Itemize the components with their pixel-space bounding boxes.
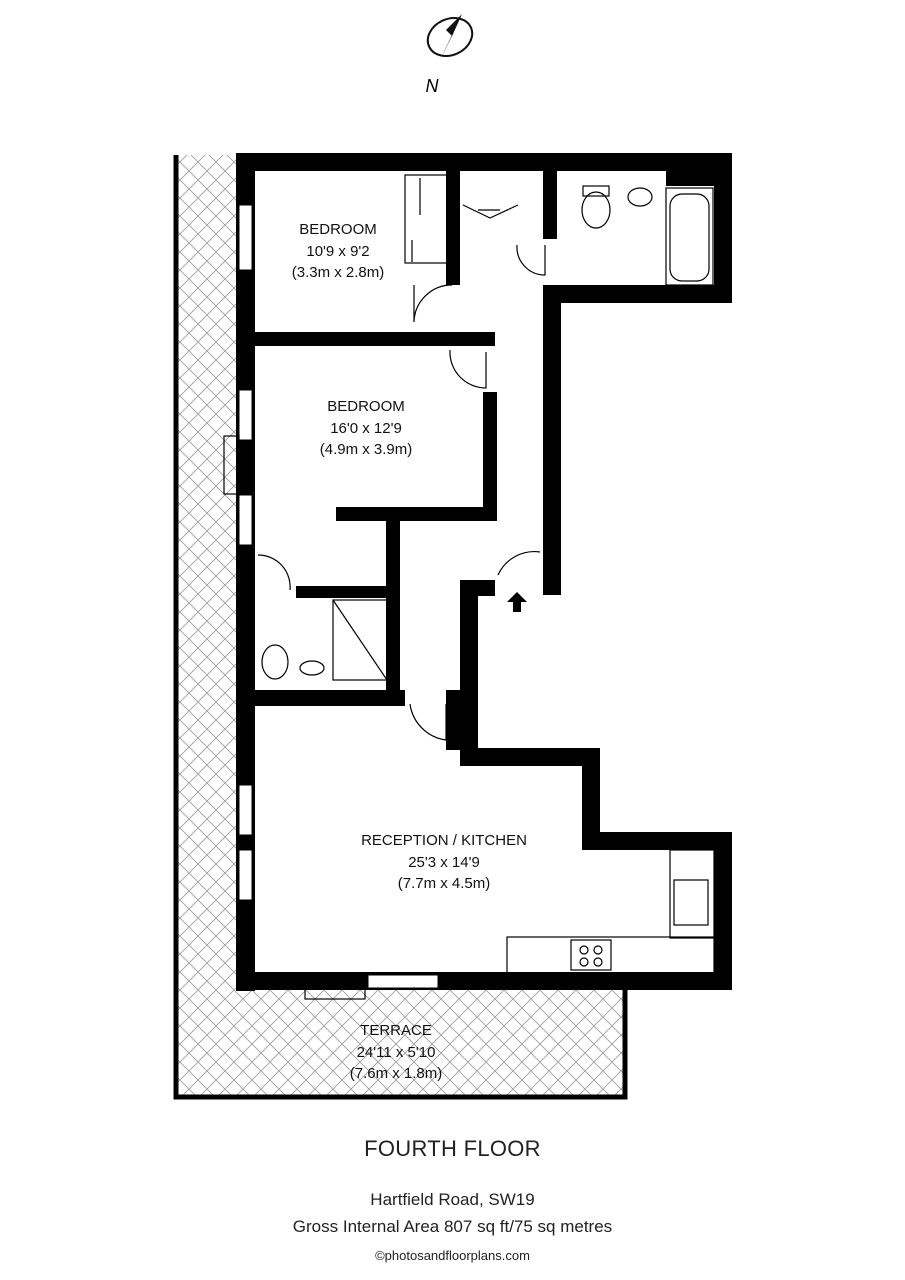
balcony-hatch [176, 155, 625, 1097]
bedroom-1-imperial: 10'9 x 9'2 [306, 243, 369, 260]
balcony-outline [173, 155, 628, 1100]
bedroom-2-metric: (4.9m x 3.9m) [320, 441, 413, 458]
copyright-notice: ©photosandfloorplans.com [375, 1248, 530, 1263]
terrace-imperial: 24'11 x 5'10 [357, 1044, 436, 1061]
terrace-name: TERRACE [360, 1022, 432, 1039]
property-address: Hartfield Road, SW19 [370, 1190, 535, 1209]
bedroom-1-name: BEDROOM [299, 221, 377, 238]
windows [238, 204, 439, 989]
bathroom-fixtures [223, 174, 715, 1000]
reception-imperial: 25'3 x 14'9 [408, 854, 480, 871]
doors [257, 204, 546, 741]
bedroom-2-imperial: 16'0 x 12'9 [330, 420, 402, 437]
reception-name: RECEPTION / KITCHEN [361, 832, 527, 849]
bedroom-1-metric: (3.3m x 2.8m) [292, 264, 385, 281]
reception-metric: (7.7m x 4.5m) [398, 875, 491, 892]
north-arrow-icon [426, 14, 474, 60]
entrance-arrow-icon [507, 592, 527, 612]
bedroom-2-name: BEDROOM [327, 398, 405, 415]
terrace-metric: (7.6m x 1.8m) [350, 1065, 443, 1082]
floor-title: FOURTH FLOOR [364, 1136, 541, 1161]
compass-label: N [426, 76, 440, 96]
gross-internal-area: Gross Internal Area 807 sq ft/75 sq metr… [292, 1217, 613, 1236]
